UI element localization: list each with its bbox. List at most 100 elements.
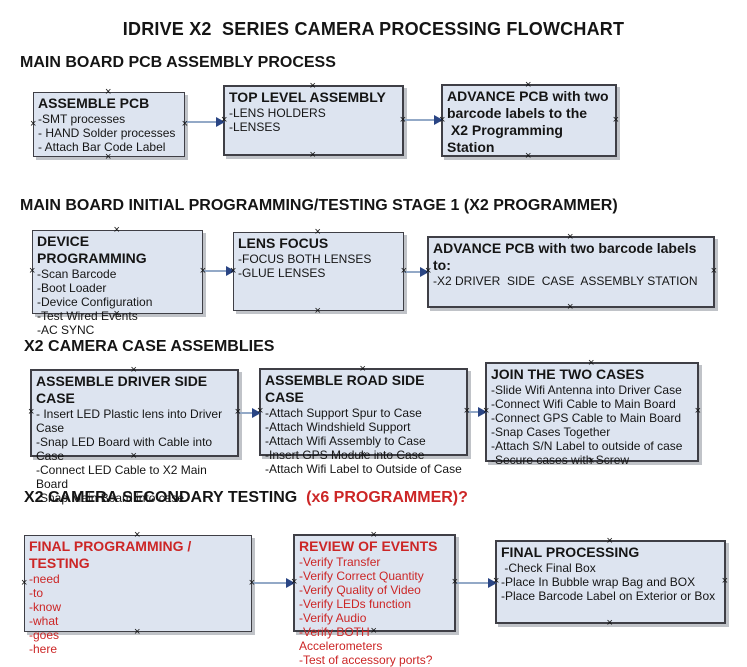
box-title: FINAL PROGRAMMING / TESTING (29, 538, 196, 571)
connection-point-icon: × (113, 308, 120, 320)
connection-point-icon: × (113, 224, 120, 236)
connection-point-icon: × (105, 151, 112, 163)
arrowhead-icon (226, 266, 235, 276)
connection-point-icon: × (309, 80, 316, 92)
connection-point-icon: × (370, 529, 377, 541)
box-item: -goes (29, 628, 60, 642)
box-title: REVIEW OF EVENTS (299, 538, 438, 554)
box-item: -Verify Correct Quantity (299, 569, 424, 583)
box-item: -AC SYNC (37, 323, 95, 337)
box-item: -need (29, 572, 60, 586)
connector-arrow[interactable] (252, 578, 295, 588)
connection-point-icon: × (130, 364, 137, 376)
connection-point-icon: × (400, 264, 407, 277)
section-heading-case-assemblies: X2 CAMERA CASE ASSEMBLIES (24, 338, 275, 355)
flow-box-final-programming-testing[interactable]: FINAL PROGRAMMING / TESTING -need -to -k… (21, 530, 255, 657)
arrowhead-icon (420, 267, 429, 277)
box-title: FINAL PROCESSING (501, 544, 640, 560)
arrowhead-icon (478, 407, 487, 417)
connection-point-icon: × (463, 405, 470, 417)
box-item: -Connect GPS Cable to Main Board (491, 411, 682, 425)
box-item: -Insert GPS Module into Case (265, 448, 425, 462)
arrowhead-icon (286, 578, 295, 588)
box-item: -X2 DRIVER SIDE CASE ASSEMBLY STATION (433, 274, 698, 288)
box-item: -SMT processes (38, 112, 126, 126)
connection-point-icon: × (134, 529, 141, 541)
connection-point-icon: × (483, 405, 490, 417)
connection-point-icon: × (493, 575, 500, 587)
flow-box-advance-pcb-driver-side[interactable]: ADVANCE PCB with two barcode labels to: … (425, 231, 717, 313)
box-item: -Verify LEDs function (299, 597, 412, 611)
flow-box-lens-focus[interactable]: LENS FOCUS -FOCUS BOTH LENSES -GLUE LENS… (230, 227, 407, 317)
box-item: -Test of accessory ports? (299, 653, 433, 667)
connection-point-icon: × (451, 576, 458, 588)
connection-point-icon: × (425, 265, 432, 277)
box-item: -Snap LED Board with Cable into Case (36, 435, 216, 463)
connection-point-icon: × (134, 626, 141, 638)
flow-box-assemble-road-side-case[interactable]: ASSEMBLE ROAD SIDE CASE -Attach Support … (257, 364, 470, 477)
arrowhead-icon (434, 115, 443, 125)
arrowhead-icon (252, 408, 261, 418)
box-item: - Attach Bar Code Label (38, 140, 166, 154)
box-item: -Attach Wifi Assembly to Case (265, 434, 426, 448)
connection-point-icon: × (525, 79, 532, 91)
connector-arrow[interactable] (404, 267, 429, 277)
box-title: DEVICE PROGRAMMING (37, 233, 147, 266)
connection-point-icon: × (370, 625, 377, 637)
box-item: -LENSES (229, 120, 281, 134)
flow-box-final-processing[interactable]: FINAL PROCESSING -Check Final Box -Place… (493, 535, 728, 629)
box-item: -Check Final Box (501, 561, 596, 575)
box-item: -GLUE LENSES (238, 266, 326, 280)
flow-box-advance-pcb-programming-station[interactable]: ADVANCE PCB with two barcode labels to t… (439, 79, 619, 162)
box-item: -here (29, 642, 58, 656)
arrowhead-icon (488, 578, 497, 588)
box-item: -Verify BOTH Accelerometers (299, 625, 383, 653)
connector-arrow[interactable] (468, 407, 487, 417)
flow-box-join-the-two-cases[interactable]: JOIN THE TWO CASES -Slide Wifi Antenna i… (483, 357, 701, 468)
box-item: -Place Barcode Label on Exterior or Box (501, 589, 716, 603)
connection-point-icon: × (525, 150, 532, 162)
box-item: -Scan Barcode (37, 267, 117, 281)
connector-arrow[interactable] (456, 578, 497, 588)
box-item: -Verify Audio (299, 611, 367, 625)
box-item: -Secure cases with Screw (491, 453, 630, 467)
connection-point-icon: × (710, 265, 717, 277)
connection-point-icon: × (234, 406, 241, 418)
box-title: ASSEMBLE ROAD SIDE CASE (265, 372, 429, 405)
box-item: -Test Wired Events (37, 309, 138, 323)
connection-point-icon: × (588, 455, 595, 467)
connection-point-icon: × (399, 113, 406, 126)
box-item: -to (29, 586, 44, 600)
connection-point-icon: × (309, 149, 316, 161)
connector-arrow[interactable] (239, 408, 261, 418)
connection-point-icon: × (248, 576, 255, 589)
connection-point-icon: × (314, 305, 321, 317)
connection-point-icon: × (230, 264, 237, 277)
box-title: JOIN THE TWO CASES (491, 366, 645, 382)
connection-point-icon: × (567, 231, 574, 243)
connection-point-icon: × (221, 113, 228, 126)
connection-point-icon: × (29, 265, 36, 277)
connector-arrow[interactable] (203, 266, 235, 276)
connector-arrow[interactable] (185, 117, 225, 127)
flow-box-review-of-events[interactable]: REVIEW OF EVENTS -Verify Transfer -Verif… (291, 529, 458, 667)
connection-point-icon: × (130, 450, 137, 462)
section-heading-x6-programmer-label: (x6 PROGRAMMER)? (306, 489, 468, 506)
flow-box-assemble-pcb[interactable]: ASSEMBLE PCB -SMT processes - HAND Solde… (30, 87, 188, 163)
connection-point-icon: × (181, 117, 188, 130)
box-item: -Attach Support Spur to Case (265, 406, 422, 420)
box-item: -LENS HOLDERS (229, 106, 326, 120)
flow-box-assemble-driver-side-case[interactable]: ASSEMBLE DRIVER SIDE CASE - Insert LED P… (28, 364, 241, 506)
box-title: ADVANCE PCB with two barcode labels to t… (447, 88, 609, 155)
section-heading-pcb-assembly: MAIN BOARD PCB ASSEMBLY PROCESS (20, 54, 336, 71)
box-item: -Connect Wifi Cable to Main Board (491, 397, 676, 411)
connection-point-icon: × (588, 357, 595, 369)
connection-point-icon: × (606, 535, 613, 547)
box-title: ASSEMBLE DRIVER SIDE CASE (36, 373, 212, 406)
connector-arrow[interactable] (404, 115, 443, 125)
flow-box-device-programming[interactable]: DEVICE PROGRAMMING -Scan Barcode -Boot L… (29, 225, 206, 338)
box-item: -what (29, 614, 59, 628)
flow-box-top-level-assembly[interactable]: TOP LEVEL ASSEMBLY -LENS HOLDERS -LENSES… (221, 80, 406, 161)
connection-point-icon: × (21, 576, 28, 589)
box-title: TOP LEVEL ASSEMBLY (229, 89, 386, 105)
